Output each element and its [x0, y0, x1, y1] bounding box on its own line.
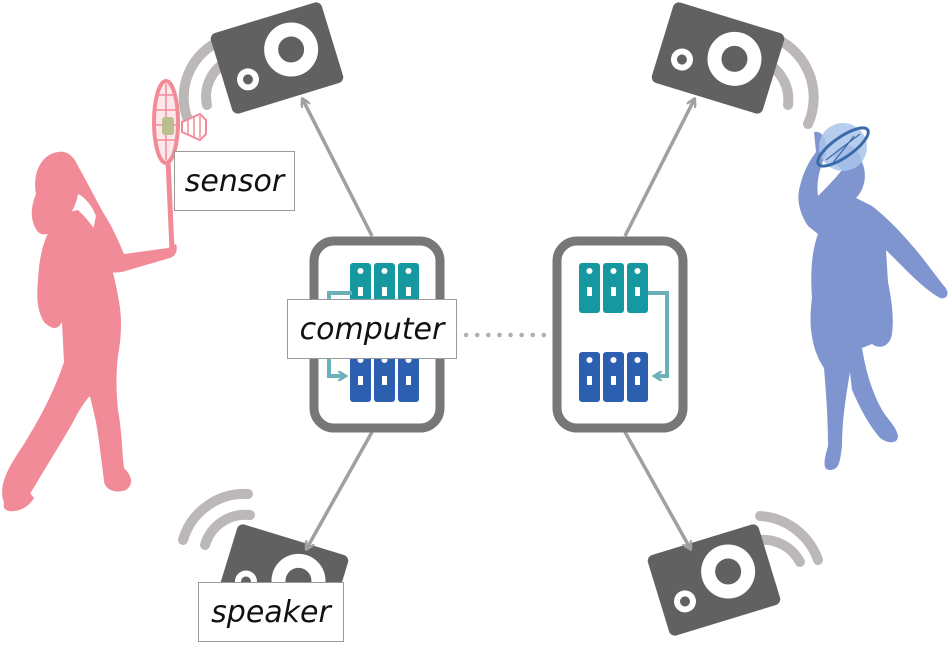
speaker-icon [650, 0, 786, 116]
speaker-icon [209, 0, 345, 116]
speaker-label: speaker [198, 582, 344, 642]
badminton-racket-icon [816, 123, 870, 171]
shuttlecock-icon [181, 112, 207, 142]
sound-waves [178, 31, 823, 567]
player-silhouette [2, 151, 177, 512]
server-icon [579, 352, 648, 402]
speaker-icon [646, 522, 782, 638]
server-icon [579, 263, 648, 313]
connection-arrows [303, 100, 694, 548]
computer-label: computer [287, 299, 457, 359]
sensor-label: sensor [174, 151, 295, 211]
badminton-racket-icon [152, 79, 180, 251]
server-icon [350, 352, 419, 402]
computer-icon [552, 236, 688, 433]
player-silhouette [798, 131, 948, 470]
